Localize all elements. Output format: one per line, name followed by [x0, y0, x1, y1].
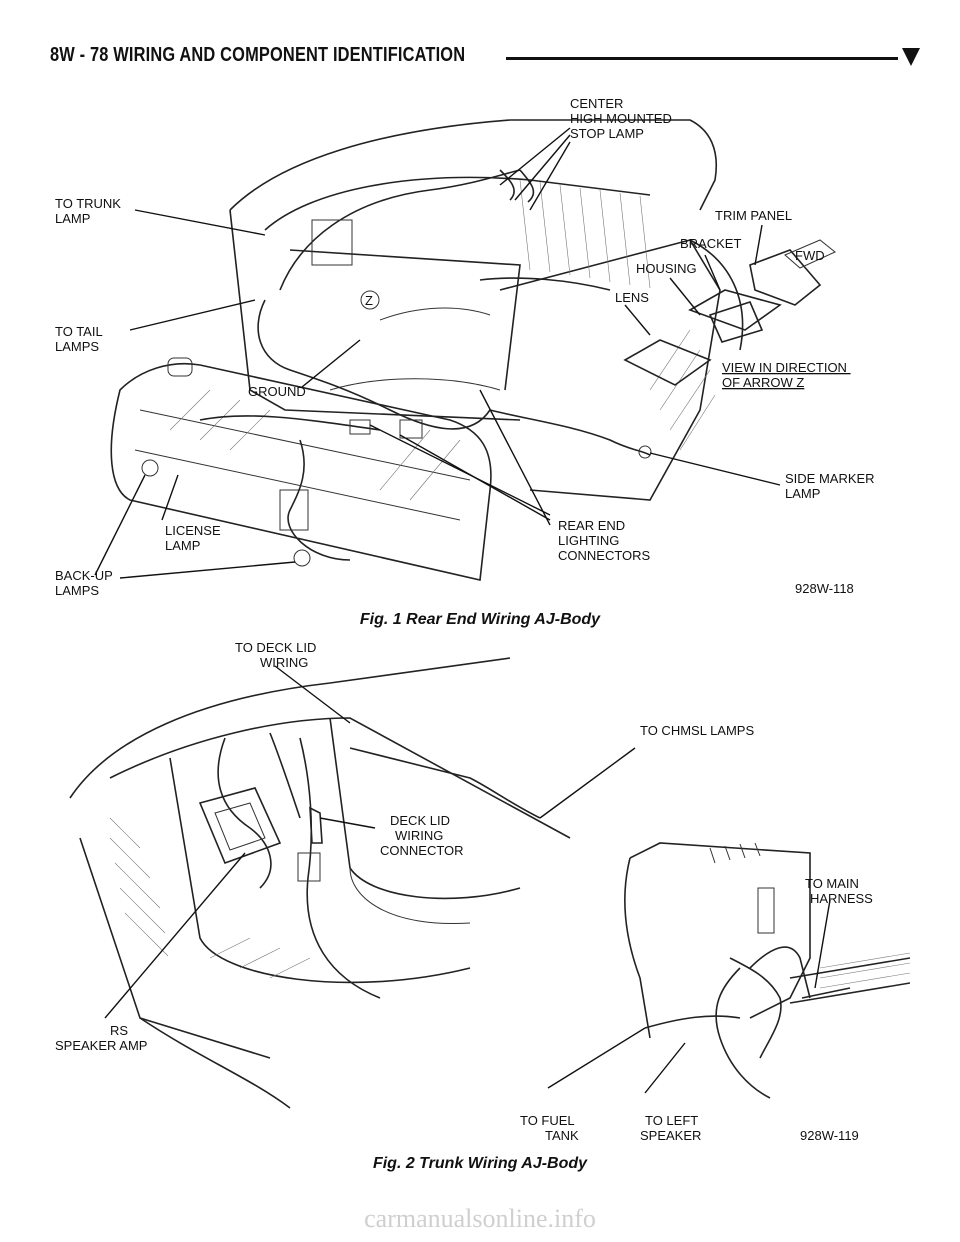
watermark-text: carmanualsonline.info	[364, 1204, 596, 1233]
figure2-labels: TO DECK LID WIRING TO CHMSL LAMPS DECK L…	[55, 640, 873, 1143]
header-rule	[506, 57, 898, 60]
figure-trunk-wiring: TO DECK LID WIRING TO CHMSL LAMPS DECK L…	[50, 638, 910, 1150]
label-fuel-tank: TO FUEL TANK	[520, 1113, 579, 1143]
label-main-harness: TO MAIN HARNESS	[805, 876, 873, 906]
figure1-number: 928W-118	[795, 581, 854, 596]
page-title: 8W - 78 WIRING AND COMPONENT IDENTIFICAT…	[50, 44, 466, 66]
wiring-harness: Z FWD	[141, 169, 836, 567]
label-trunk-lamp: TO TRUNK LAMP	[55, 196, 125, 226]
trunk-harness	[198, 732, 851, 1099]
figure1-caption: Fig. 1 Rear End Wiring AJ-Body	[359, 611, 601, 628]
rear-end-wiring-diagram: Z FWD	[55, 96, 878, 598]
page-header: 8W - 78 WIRING AND COMPONENT IDENTIFICAT…	[50, 42, 920, 76]
trunk-body-drawing	[110, 119, 744, 581]
label-ground: GROUND	[248, 384, 306, 399]
down-triangle-icon	[902, 48, 920, 66]
figure2-leader-lines	[104, 665, 831, 1094]
label-rear-end-connectors: REAR END LIGHTING CONNECTORS	[558, 518, 651, 563]
label-housing: HOUSING	[636, 261, 697, 276]
label-chmsl: CENTER HIGH MOUNTED STOP LAMP	[570, 96, 675, 141]
trunk-interior-drawing	[69, 657, 910, 1109]
figure2-number: 928W-119	[800, 1128, 859, 1143]
figure1-labels: CENTER HIGH MOUNTED STOP LAMP TO TRUNK L…	[55, 96, 878, 598]
label-left-speaker: TO LEFT SPEAKER	[640, 1113, 702, 1143]
label-bracket: BRACKET	[680, 236, 741, 251]
fwd-arrow-label: FWD	[795, 248, 825, 263]
label-view-direction: VIEW IN DIRECTION OF ARROW Z	[722, 360, 851, 390]
label-trim-panel: TRIM PANEL	[715, 208, 792, 223]
label-lens: LENS	[615, 290, 649, 305]
arrow-z-label: Z	[365, 293, 373, 308]
trunk-wiring-diagram: TO DECK LID WIRING TO CHMSL LAMPS DECK L…	[55, 640, 910, 1143]
label-side-marker: SIDE MARKER LAMP	[785, 471, 878, 501]
footer-watermark: carmanualsonline.info	[0, 1204, 960, 1234]
label-rs-speaker-amp: RS SPEAKER AMP	[55, 1023, 147, 1053]
figure2-caption: Fig. 2 Trunk Wiring AJ-Body	[372, 1155, 588, 1172]
label-deck-lid-wiring: TO DECK LID WIRING	[235, 640, 320, 670]
leader-lines	[94, 127, 781, 579]
figure-rear-end-wiring: Z FWD	[50, 90, 910, 610]
label-backup-lamps: BACK-UP LAMPS	[55, 568, 116, 598]
label-deck-lid-connector: DECK LID WIRING CONNECTOR	[380, 813, 464, 858]
label-chmsl-lamps: TO CHMSL LAMPS	[640, 723, 754, 738]
label-license-lamp: LICENSE LAMP	[165, 523, 224, 553]
label-tail-lamps: TO TAIL LAMPS	[55, 324, 106, 354]
